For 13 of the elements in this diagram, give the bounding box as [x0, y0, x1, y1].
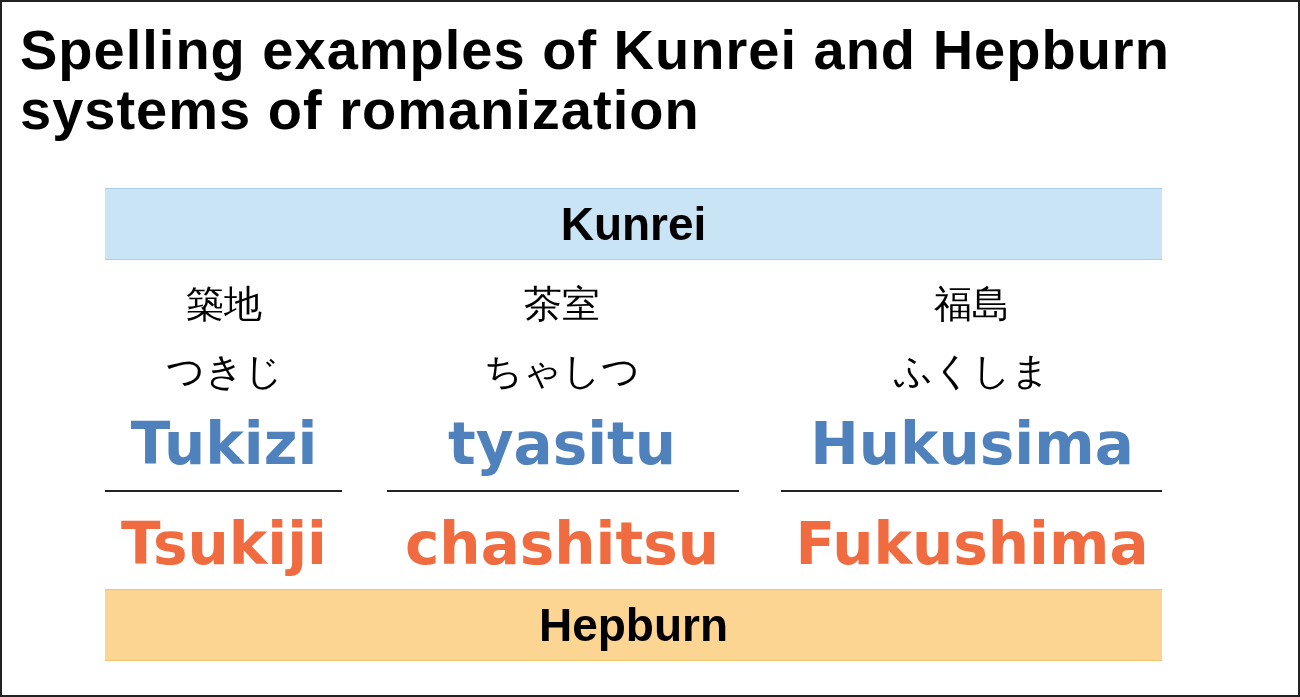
header-band: Hepburn	[105, 589, 1162, 661]
kana-text: ちゃしつ	[483, 348, 641, 395]
header-band: Kunrei	[105, 188, 1162, 260]
kunrei-spelling: Hukusima	[809, 410, 1135, 478]
hepburn-spelling: chashitsu	[403, 510, 720, 578]
kanji-text: 茶室	[523, 281, 601, 328]
kana-text: つきじ	[164, 348, 284, 395]
title: Spelling examples of Kunrei and Hepburn systems of romanization	[20, 20, 1171, 140]
kunrei-spelling: tyasitu	[446, 410, 678, 478]
kana-text: ふくしま	[893, 348, 1051, 395]
kanji-text: 築地	[185, 281, 263, 328]
hepburn-spelling: Fukushima	[794, 510, 1150, 578]
kanji-text: 福島	[933, 281, 1011, 328]
